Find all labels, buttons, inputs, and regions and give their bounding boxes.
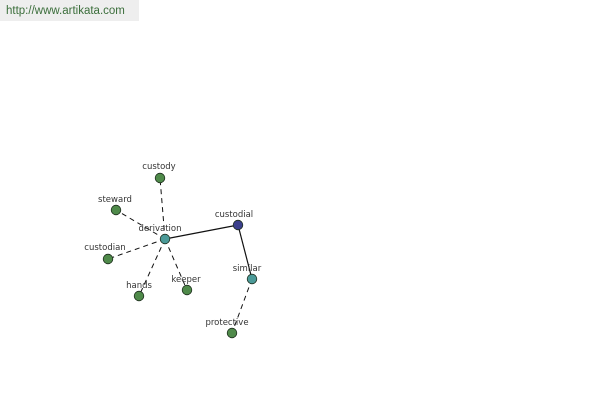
node-custody-dot[interactable] — [154, 172, 166, 184]
node-custody[interactable]: custody — [142, 162, 176, 184]
node-steward-dot[interactable] — [110, 204, 122, 216]
graph-edges — [107, 177, 253, 334]
node-custodian[interactable]: custodian — [84, 243, 126, 265]
source-url-banner[interactable]: http://www.artikata.com — [0, 0, 139, 21]
node-protective-label: protective — [205, 318, 248, 328]
node-protective-dot[interactable] — [226, 327, 238, 339]
node-keeper-dot[interactable] — [181, 284, 193, 296]
edge-custodial-similar — [237, 224, 253, 280]
node-hands[interactable]: hands — [126, 281, 152, 302]
node-derivation[interactable]: derivation — [138, 224, 182, 245]
node-custodial-dot[interactable] — [232, 219, 244, 231]
node-derivation-dot[interactable] — [159, 233, 171, 245]
graph-nodes: custodial derivation similar custody steward… — [84, 162, 262, 339]
edge-similar-protective — [231, 278, 253, 334]
node-hands-label: hands — [126, 281, 152, 291]
node-similar[interactable]: similar — [233, 264, 262, 285]
node-similar-dot[interactable] — [246, 273, 258, 285]
node-derivation-label: derivation — [138, 224, 181, 234]
node-custodial[interactable]: custodial — [215, 210, 253, 231]
node-custodian-label: custodian — [84, 243, 125, 253]
node-keeper[interactable]: keeper — [171, 275, 201, 296]
node-steward[interactable]: steward — [98, 195, 132, 216]
node-hands-dot[interactable] — [133, 290, 145, 302]
edge-derivation-keeper — [164, 238, 188, 291]
edge-derivation-custody — [159, 177, 166, 240]
edge-derivation-hands — [138, 238, 166, 297]
node-custodial-label: custodial — [215, 210, 253, 220]
edge-derivation-steward — [115, 209, 166, 240]
node-protective[interactable]: protective — [205, 318, 249, 339]
node-steward-label: steward — [98, 195, 132, 205]
node-keeper-label: keeper — [171, 275, 201, 285]
node-custody-label: custody — [142, 162, 175, 172]
edge-custodial-derivation — [164, 224, 239, 240]
node-custodian-dot[interactable] — [102, 253, 114, 265]
edge-derivation-custodian — [107, 238, 166, 260]
node-similar-label: similar — [233, 264, 262, 274]
